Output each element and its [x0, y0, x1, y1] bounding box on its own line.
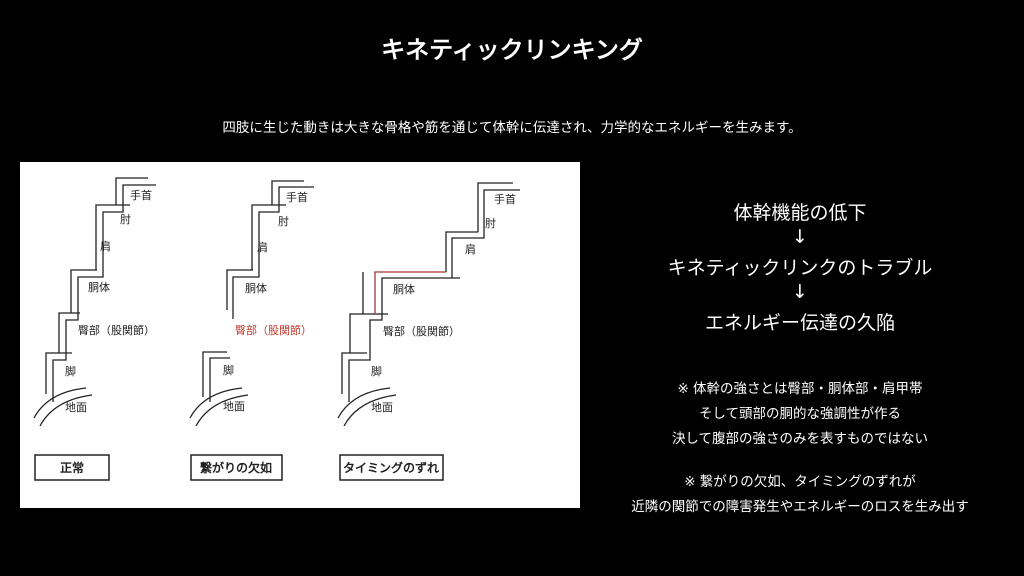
label-leg: 脚: [223, 363, 234, 377]
chain-outer-normal: [45, 177, 148, 394]
chain-inner-gap-upper: [232, 186, 314, 319]
chain-outer-gap-upper: [226, 180, 304, 310]
label-hip-highlighted: 臀部（股関節）: [235, 323, 312, 337]
caption-timing-offset: タイミングのずれ: [343, 460, 439, 475]
slide-subtitle: 四肢に生じた動きは大きな骨格や筋を通じて体幹に伝達され、力学的なエネルギーを生み…: [222, 120, 802, 136]
note-line: そして頭部の胴的な強調性が作る: [698, 406, 902, 422]
flow-arrow-2: ↓: [792, 281, 808, 303]
note-line: 決して腹部の強さのみを表すものではない: [671, 431, 929, 447]
label-torso: 胴体: [245, 281, 267, 295]
label-wrist: 手首: [494, 192, 516, 206]
flow-arrow-1: ↓: [792, 226, 808, 248]
label-ground: 地面: [65, 401, 87, 414]
note-line: 近隣の関節での障害発生やエネルギーのロスを生み出す: [631, 499, 969, 515]
label-shoulder: 肩: [257, 240, 268, 254]
ground-arc-gap: [189, 387, 249, 427]
chain-inner-timing: [348, 189, 520, 402]
label-elbow: 肘: [485, 216, 496, 230]
label-ground: 地面: [371, 401, 393, 414]
chain-inner-gap-lower: [209, 357, 230, 402]
labels-gap: 手首 肘 肩 胴体 臀部（股関節） 脚 地面: [223, 190, 312, 413]
flow-step-2: キネティックリンクのトラブル: [667, 257, 933, 279]
caption-lack-of-connection: 繋がりの欠如: [200, 460, 272, 475]
label-wrist: 手首: [286, 190, 308, 204]
label-ground: 地面: [223, 400, 245, 413]
chain-inner-normal: [52, 184, 156, 402]
ground-arc-normal: [33, 387, 93, 427]
label-leg: 脚: [65, 364, 76, 378]
label-hip: 臀部（股関節）: [383, 324, 460, 338]
kinetic-chain-diagram: 手首 肘 肩 胴体 臀部（股関節） 脚 地面 手首 肘 肩 胴体 臀部（股関節）…: [20, 162, 580, 508]
label-shoulder: 肩: [465, 242, 476, 256]
chain-torso-timing: [374, 271, 446, 314]
label-leg: 脚: [371, 364, 382, 378]
label-hip: 臀部（股関節）: [78, 323, 155, 337]
labels-timing: 手首 肘 肩 胴体 臀部（股関節） 脚 地面: [371, 192, 516, 414]
note-line: ※ 繋がりの欠如、タイミングのずれが: [684, 474, 916, 490]
slide-title: キネティックリンキング: [381, 36, 643, 64]
flow-step-1: 体幹機能の低下: [733, 202, 867, 224]
note-line: ※ 体幹の強さとは臀部・胴体部・肩甲帯: [677, 381, 923, 397]
label-wrist: 手首: [130, 188, 152, 202]
label-torso: 胴体: [88, 280, 110, 294]
label-torso: 胴体: [393, 282, 415, 296]
flow-step-3: エネルギー伝達の久陥: [704, 312, 895, 334]
label-shoulder: 肩: [100, 239, 111, 253]
label-elbow: 肘: [278, 214, 289, 228]
label-elbow: 肘: [120, 212, 131, 226]
ground-arc-timing: [337, 387, 397, 427]
caption-normal: 正常: [60, 460, 84, 475]
labels-normal: 手首 肘 肩 胴体 臀部（股関節） 脚 地面: [65, 188, 155, 414]
chain-outer-gap-lower: [202, 351, 227, 397]
chain-outer-timing: [341, 182, 513, 394]
